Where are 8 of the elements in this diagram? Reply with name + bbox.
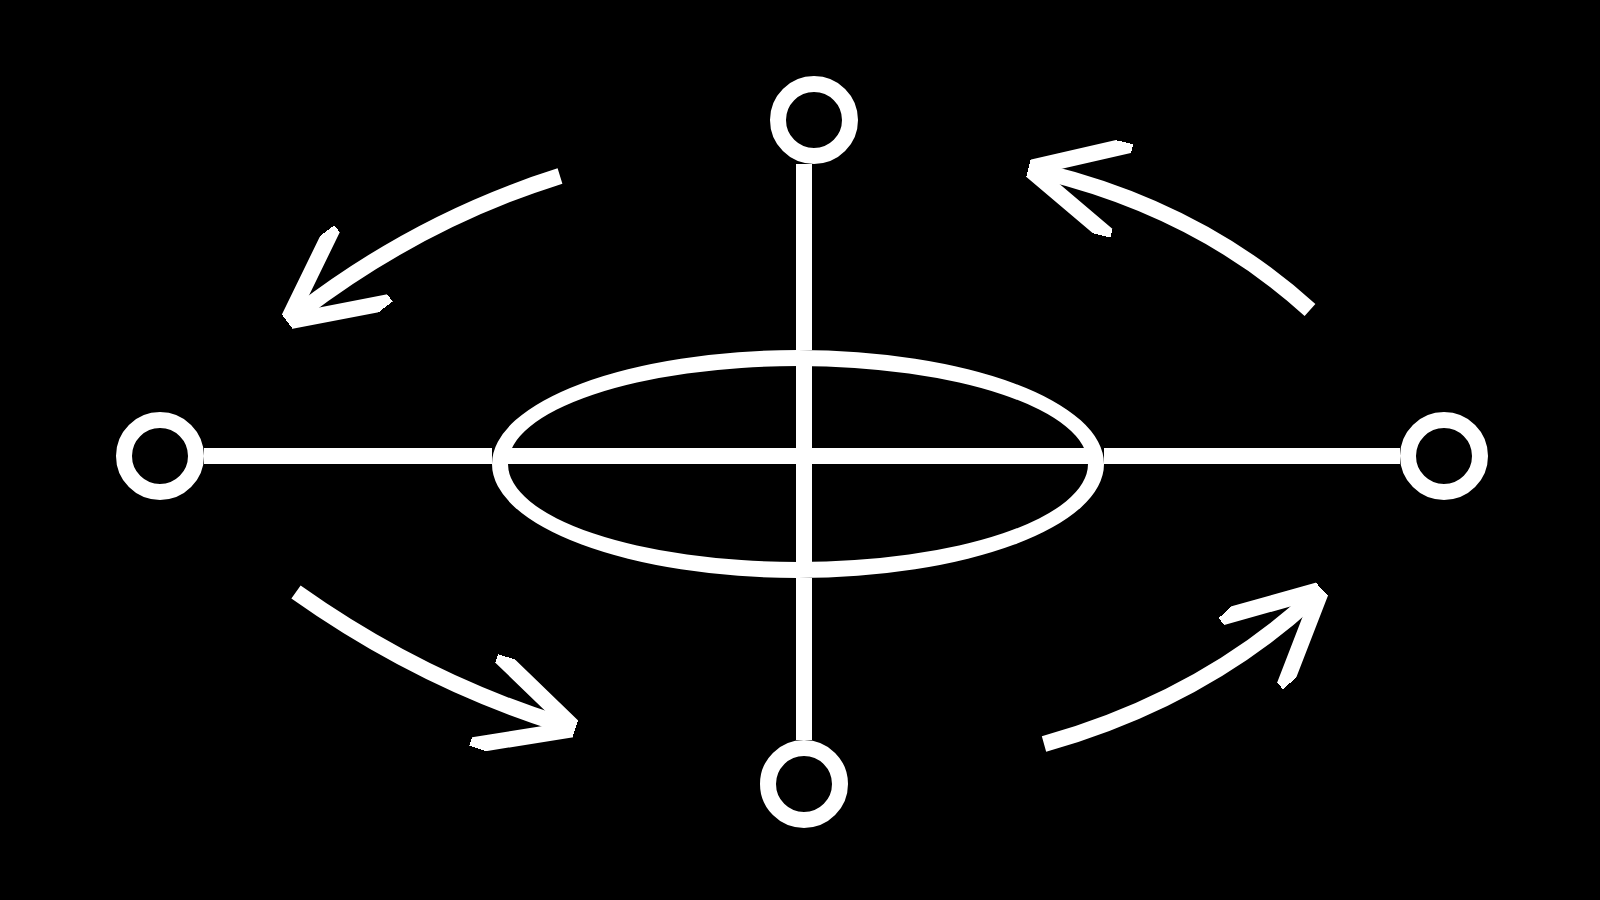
node-circle (1400, 412, 1488, 500)
connector-line (796, 164, 812, 350)
connector-line (204, 448, 492, 464)
node-circle (760, 740, 848, 828)
connector-line (796, 578, 812, 740)
node-circle (770, 76, 858, 164)
connector-line (1104, 448, 1400, 464)
node-circle (116, 412, 204, 500)
